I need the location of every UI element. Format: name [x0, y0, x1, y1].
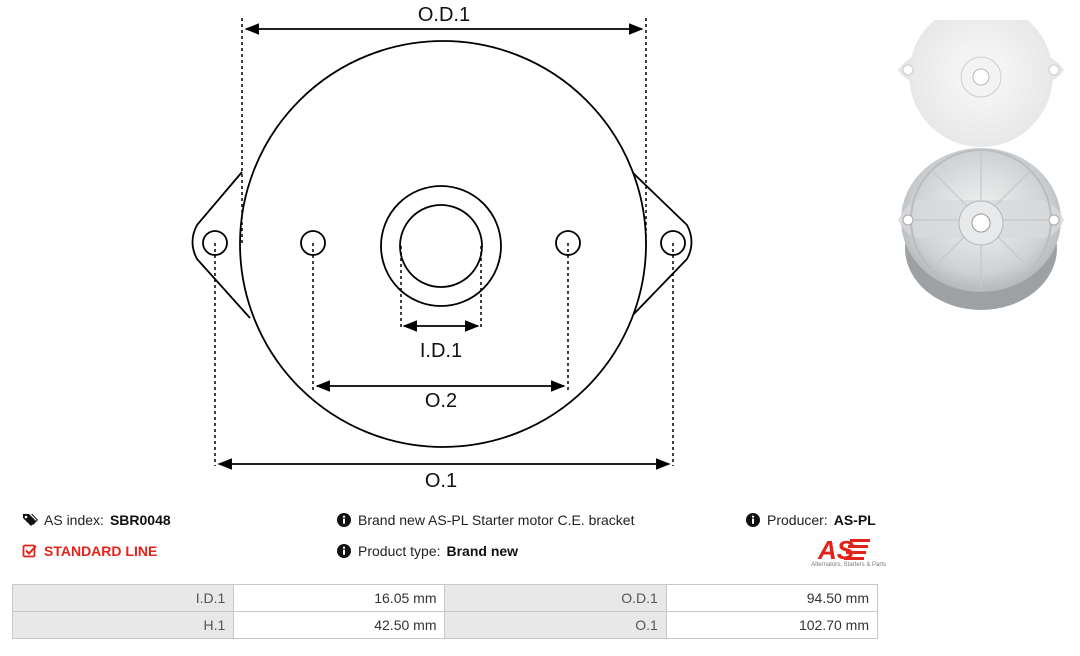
- info-icon: [337, 544, 351, 558]
- as-index-label: AS index:: [44, 512, 104, 528]
- spec-value: 42.50 mm: [233, 611, 446, 639]
- center-boss-inner: [399, 204, 483, 288]
- as-logo-mark: AS: [817, 535, 870, 565]
- logo-tagline: Alternators, Starters & Parts: [811, 562, 886, 568]
- spec-label: I.D.1: [11, 584, 235, 612]
- table-row: H.1 42.50 mm O.1 102.70 mm: [11, 611, 879, 639]
- technical-drawing: O.D.1 I.D.1 O.2 O.1: [191, 4, 693, 492]
- o1-label: O.1: [425, 470, 457, 492]
- spec-value: 16.05 mm: [233, 584, 446, 612]
- product-type-label: Product type:: [358, 543, 441, 559]
- tags-icon: [23, 514, 38, 526]
- bracket-body-circle: [239, 40, 647, 448]
- product-line-row: STANDARD LINE: [22, 543, 157, 559]
- specs-table: I.D.1 16.05 mm O.D.1 94.50 mm H.1 42.50 …: [11, 584, 879, 639]
- center-boss-outer: [380, 185, 502, 307]
- spec-label: O.1: [444, 611, 667, 639]
- info-icon: [337, 513, 351, 527]
- producer-row: Producer: AS-PL: [745, 512, 876, 528]
- left-ear-outline: [191, 171, 251, 319]
- description-text: Brand new AS-PL Starter motor C.E. brack…: [358, 512, 635, 528]
- product-line-label: STANDARD LINE: [44, 543, 158, 559]
- as-pl-logo: AS Alternators, Starters & Parts: [790, 535, 886, 571]
- product-type-row: Product type: Brand new: [336, 543, 518, 559]
- check-square-icon: [22, 544, 37, 558]
- spec-label: O.D.1: [444, 584, 667, 612]
- id1-label: I.D.1: [420, 340, 462, 362]
- product-photos: [898, 20, 1064, 310]
- info-icon: [746, 513, 760, 527]
- producer-label: Producer:: [767, 512, 828, 528]
- spec-value: 102.70 mm: [665, 611, 879, 639]
- photo-front-view: [898, 20, 1064, 147]
- as-index-row: AS index: SBR0048: [22, 512, 171, 528]
- od1-label: O.D.1: [418, 4, 470, 26]
- spec-label: H.1: [11, 611, 235, 639]
- right-ear-outline: [629, 169, 693, 319]
- o2-label: O.2: [425, 390, 457, 412]
- product-type-value: Brand new: [446, 543, 519, 559]
- description-row: Brand new AS-PL Starter motor C.E. brack…: [336, 512, 635, 528]
- producer-value: AS-PL: [833, 512, 876, 528]
- table-row: I.D.1 16.05 mm O.D.1 94.50 mm: [11, 584, 879, 612]
- as-index-value: SBR0048: [109, 512, 171, 528]
- photo-perspective-view: [898, 148, 1064, 310]
- spec-value: 94.50 mm: [665, 584, 879, 612]
